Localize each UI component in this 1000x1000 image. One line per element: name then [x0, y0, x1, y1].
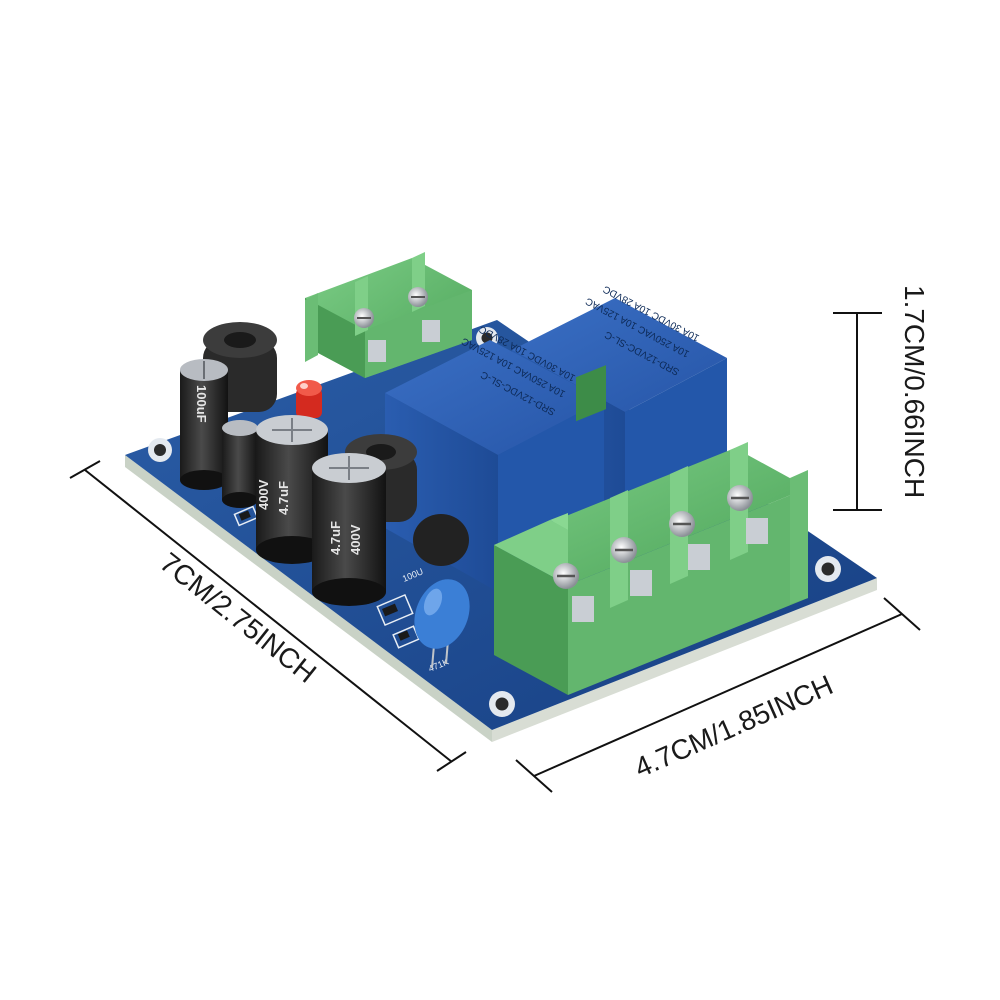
dimension-height: 1.7CM/0.66INCH [833, 285, 930, 511]
capacitor-small: 100uF [180, 359, 228, 490]
capacitor-value: 4.7uF [328, 521, 343, 555]
transistor [413, 514, 469, 566]
height-label: 1.7CM/0.66INCH [899, 285, 930, 498]
mounting-hole [489, 691, 515, 717]
width-label: 4.7CM/1.85INCH [630, 669, 838, 783]
capacitor-value: 100uF [194, 385, 209, 423]
terminal-screw [354, 308, 374, 328]
terminal-screw [408, 287, 428, 307]
ceramic-capacitor [414, 579, 470, 669]
capacitor-large: 4.7uF 400V [312, 453, 386, 606]
terminal-screw [669, 511, 695, 537]
terminal-screw [727, 485, 753, 511]
terminal-screw [553, 563, 579, 589]
capacitor-small [222, 420, 258, 508]
capacitor-value: 4.7uF [276, 481, 291, 515]
capacitor-voltage: 400V [256, 479, 271, 510]
terminal-screw [611, 537, 637, 563]
mounting-hole [148, 438, 172, 462]
terminal-block-input [305, 252, 472, 378]
capacitor-voltage: 400V [348, 524, 363, 555]
red-led [296, 380, 322, 418]
terminal-block-output [494, 365, 808, 695]
mounting-hole [815, 556, 841, 582]
